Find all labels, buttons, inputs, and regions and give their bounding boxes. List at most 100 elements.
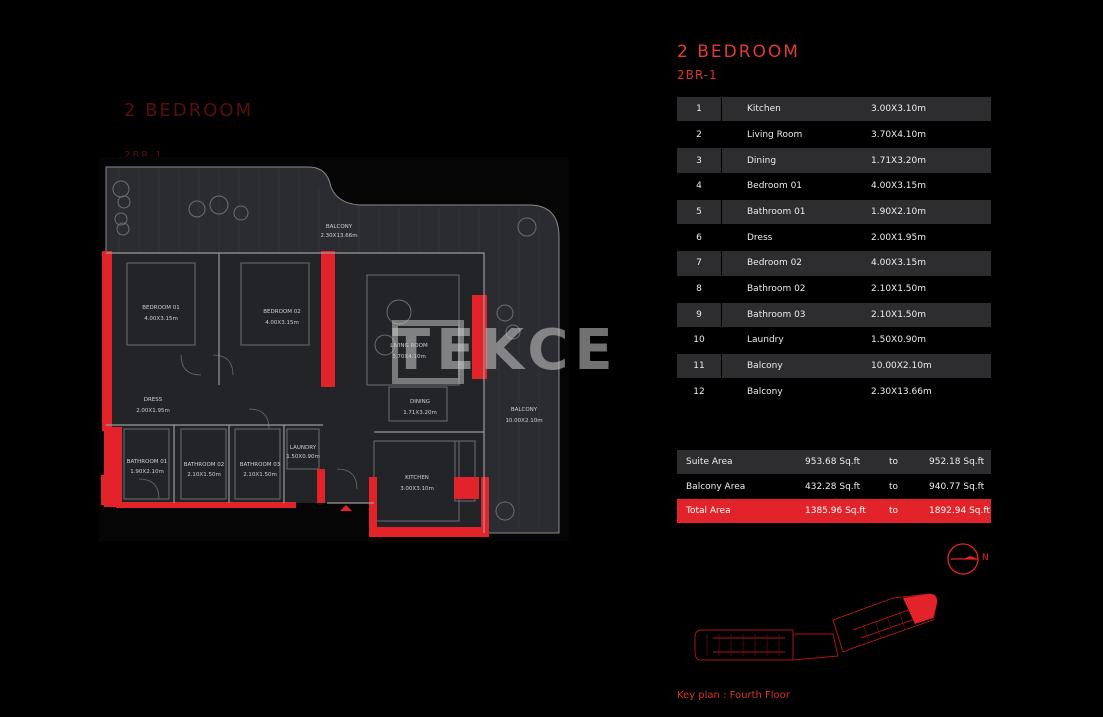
plan-label-dim: 1.90X2.10m bbox=[130, 469, 164, 475]
room-dimension: 2.00X1.95m bbox=[871, 232, 927, 243]
plan-label-balcony-top: BALCONY 2.30X13.66m bbox=[299, 223, 379, 241]
room-number: 6 bbox=[696, 232, 702, 243]
plan-label-name: DRESS bbox=[143, 397, 163, 403]
room-name: Laundry bbox=[747, 335, 784, 346]
room-row: 4 Bedroom 01 4.00X3.15m bbox=[677, 174, 991, 198]
area-to: to bbox=[889, 457, 899, 467]
room-dimension: 1.71X3.20m bbox=[871, 155, 927, 166]
area-min: 953.68 Sq.ft bbox=[805, 457, 861, 467]
floor-plan-drawing bbox=[99, 157, 569, 541]
room-number: 9 bbox=[696, 309, 702, 320]
plan-label-dim: 2.10X1.50m bbox=[243, 472, 277, 478]
plan-label-name: BATHROOM 02 bbox=[183, 462, 225, 468]
plan-label-living-room: LIVING ROOM 3.70X4.10m bbox=[369, 341, 449, 363]
plan-label-name: LAUNDRY bbox=[289, 445, 317, 451]
room-dimension: 4.00X3.15m bbox=[871, 258, 927, 269]
plan-ghost-title: 2 BEDROOM bbox=[124, 100, 254, 121]
area-max: 952.18 Sq.ft bbox=[929, 457, 985, 467]
area-row: Suite Area 953.68 Sq.ft to 952.18 Sq.ft bbox=[677, 450, 991, 474]
room-number: 10 bbox=[693, 335, 705, 346]
room-number: 4 bbox=[696, 181, 702, 192]
key-plan bbox=[693, 590, 943, 666]
plan-label-laundry: LAUNDRY 1.50X0.90m bbox=[279, 444, 327, 462]
watermark: TEKCE bbox=[392, 318, 619, 383]
plan-label-bathroom-03: BATHROOM 03 2.10X1.50m bbox=[225, 460, 295, 480]
room-name: Bedroom 02 bbox=[747, 258, 803, 269]
plan-label-balcony-right: BALCONY 10.00X2.10m bbox=[484, 405, 564, 427]
plan-ghost-subtitle: 2BR-1 bbox=[124, 150, 164, 161]
room-number: 7 bbox=[696, 258, 702, 269]
area-label: Total Area bbox=[686, 506, 731, 516]
room-name: Bathroom 01 bbox=[747, 206, 806, 217]
page-title: 2 BEDROOM bbox=[677, 42, 800, 62]
room-dimension: 1.90X2.10m bbox=[871, 206, 927, 217]
floor-plan: BALCONY 2.30X13.66m BEDROOM 01 4.00X3.15… bbox=[99, 157, 569, 541]
plan-label-name: BEDROOM 02 bbox=[263, 309, 301, 315]
plan-label-dim: 4.00X3.15m bbox=[265, 320, 299, 326]
room-number: 12 bbox=[693, 386, 705, 397]
area-summary-table: Suite Area 953.68 Sq.ft to 952.18 Sq.ft Bal… bbox=[677, 450, 991, 524]
plan-label-name: BEDROOM 01 bbox=[142, 305, 180, 311]
key-plan-label: Key plan : Fourth Floor bbox=[677, 690, 790, 701]
room-name: Dining bbox=[747, 155, 777, 166]
room-row: 8 Bathroom 02 2.10X1.50m bbox=[677, 277, 991, 301]
plan-label-kitchen: KITCHEN 3.00X3.10m bbox=[377, 473, 457, 495]
room-number: 8 bbox=[696, 284, 702, 294]
room-dimension: 2.30X13.66m bbox=[871, 386, 932, 397]
north-compass-icon: N bbox=[946, 542, 990, 576]
room-dimension: 2.10X1.50m bbox=[871, 309, 927, 320]
area-to: to bbox=[889, 506, 899, 516]
plan-label-name: BALCONY bbox=[510, 407, 538, 413]
room-row: 5 Bathroom 01 1.90X2.10m bbox=[677, 199, 991, 225]
room-number: 1 bbox=[696, 104, 702, 115]
page-subtitle: 2BR-1 bbox=[677, 68, 718, 82]
compass-label: N bbox=[982, 553, 989, 563]
plan-label-dim: 2.10X1.50m bbox=[187, 472, 221, 478]
plan-label-name: BATHROOM 01 bbox=[126, 459, 168, 465]
room-row: 1 Kitchen 3.00X3.10m bbox=[677, 97, 991, 122]
room-number: 3 bbox=[696, 155, 702, 166]
plan-label-dim: 3.00X3.10m bbox=[400, 486, 434, 492]
plan-label-name: BALCONY bbox=[325, 224, 353, 230]
area-label: Suite Area bbox=[686, 457, 733, 467]
watermark-logo-icon bbox=[392, 320, 464, 384]
plan-label-bathroom-01: BATHROOM 01 1.90X2.10m bbox=[111, 457, 183, 477]
room-row: 7 Bedroom 02 4.00X3.15m bbox=[677, 251, 991, 276]
area-min: 1385.96 Sq.ft bbox=[805, 506, 866, 516]
plan-label-name: KITCHEN bbox=[405, 475, 429, 481]
plan-label-bedroom-02: BEDROOM 02 4.00X3.15m bbox=[242, 307, 322, 329]
room-dimension: 10.00X2.10m bbox=[871, 361, 932, 372]
room-number: 5 bbox=[696, 206, 702, 217]
area-max: 940.77 Sq.ft bbox=[929, 481, 985, 492]
room-number: 11 bbox=[693, 361, 705, 372]
room-name: Bathroom 02 bbox=[747, 284, 806, 294]
key-plan-drawing bbox=[694, 593, 938, 661]
plan-label-dress: DRESS 2.00X1.95m bbox=[113, 395, 193, 417]
room-name: Kitchen bbox=[747, 104, 781, 115]
room-dimension: 3.00X3.10m bbox=[871, 104, 927, 115]
plan-label-dining: DINING 1.71X3.20m bbox=[380, 397, 460, 419]
room-name: Dress bbox=[747, 232, 773, 243]
plan-label-dim: 10.00X2.10m bbox=[505, 418, 543, 424]
plan-label-dim: 3.70X4.10m bbox=[392, 354, 426, 360]
room-name: Bedroom 01 bbox=[747, 181, 803, 192]
room-row: 6 Dress 2.00X1.95m bbox=[677, 225, 991, 249]
room-row: 3 Dining 1.71X3.20m bbox=[677, 148, 991, 173]
plan-label-name: BATHROOM 03 bbox=[239, 462, 281, 468]
room-name: Living Room bbox=[747, 129, 803, 140]
plan-label-dim: 1.50X0.90m bbox=[286, 454, 320, 460]
area-label: Balcony Area bbox=[686, 481, 746, 492]
plan-label-dim: 2.30X13.66m bbox=[320, 233, 358, 239]
room-dimension: 2.10X1.50m bbox=[871, 284, 927, 294]
plan-label-name: LIVING ROOM bbox=[390, 343, 428, 349]
room-dimension: 4.00X3.15m bbox=[871, 181, 927, 192]
area-to: to bbox=[889, 481, 899, 492]
area-min: 432.28 Sq.ft bbox=[805, 481, 861, 492]
